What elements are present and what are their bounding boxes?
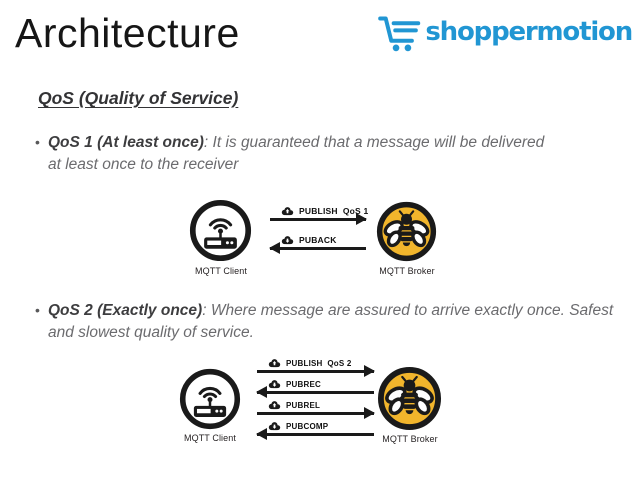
bullet-desc: : Where message are assured to arrive ex… bbox=[48, 302, 614, 341]
message-row: PUBREC bbox=[256, 379, 374, 398]
message-label: PUBCOMP bbox=[257, 421, 374, 431]
cloud-up-icon bbox=[281, 206, 294, 216]
mqtt-broker-icon bbox=[376, 201, 437, 262]
bullet-term: QoS 2 (Exactly once) bbox=[48, 302, 203, 319]
message-label: PUBLISH QoS 1 bbox=[270, 205, 369, 216]
mqtt-broker-icon bbox=[377, 366, 442, 431]
bullet-term: QoS 1 (At least once) bbox=[48, 134, 204, 151]
broker-label: MQTT Broker bbox=[379, 266, 435, 276]
arrow-right bbox=[270, 213, 367, 225]
cloud-down-icon bbox=[268, 379, 281, 389]
arrow-right bbox=[257, 407, 375, 419]
mqtt-client-icon bbox=[189, 199, 252, 262]
message-row: PUBLISH QoS 1 bbox=[270, 205, 369, 225]
message-row: PUBACK bbox=[269, 234, 366, 254]
broker-label: MQTT Broker bbox=[382, 434, 438, 444]
arrow-right bbox=[257, 365, 375, 377]
arrow-left bbox=[256, 428, 374, 440]
bullet-marker: • bbox=[35, 302, 40, 318]
shoppermotion-logo: shoppermotion bbox=[377, 10, 633, 54]
client-label: MQTT Client bbox=[184, 433, 236, 443]
message-text: PUBCOMP bbox=[286, 421, 329, 431]
cloud-up-icon bbox=[268, 358, 281, 368]
message-text: PUBACK bbox=[299, 234, 337, 245]
message-label: PUBACK bbox=[270, 234, 366, 245]
message-row: PUBREL bbox=[257, 400, 375, 419]
bullet-desc: : It is guaranteed that a message will b… bbox=[48, 134, 545, 173]
message-row: PUBLISH QoS 2 bbox=[257, 358, 375, 377]
qos1-message-flow: PUBLISH QoS 1 PUBACK bbox=[269, 205, 369, 263]
bullet-qos2: • QoS 2 (Exactly once): Where message are… bbox=[35, 300, 616, 343]
message-label: PUBLISH QoS 2 bbox=[257, 358, 374, 368]
client-label: MQTT Client bbox=[195, 266, 247, 276]
message-row: PUBCOMP bbox=[256, 421, 374, 440]
message-label: PUBREC bbox=[257, 379, 374, 389]
arrow-left bbox=[269, 242, 366, 254]
page-title: Architecture bbox=[15, 10, 240, 56]
cloud-down-icon bbox=[268, 421, 281, 431]
section-heading: QoS (Quality of Service) bbox=[38, 88, 239, 108]
message-text: PUBLISH QoS 2 bbox=[286, 358, 352, 368]
message-label: PUBREL bbox=[257, 400, 374, 410]
shopping-cart-icon bbox=[377, 10, 423, 54]
cloud-up-icon bbox=[268, 400, 281, 410]
logo-text: shoppermotion bbox=[425, 17, 633, 47]
bullet-marker: • bbox=[35, 134, 40, 150]
qos2-message-flow: PUBLISH QoS 2 PUBREC PUBREL PUB bbox=[256, 358, 375, 442]
bullet-qos1: • QoS 1 (At least once): It is guaranteed… bbox=[35, 132, 560, 175]
mqtt-client-icon bbox=[179, 368, 241, 430]
cloud-down-icon bbox=[281, 235, 294, 245]
arrow-left bbox=[256, 386, 374, 398]
message-text: PUBLISH QoS 1 bbox=[299, 205, 369, 216]
message-text: PUBREC bbox=[286, 379, 321, 389]
message-text: PUBREL bbox=[286, 400, 321, 410]
